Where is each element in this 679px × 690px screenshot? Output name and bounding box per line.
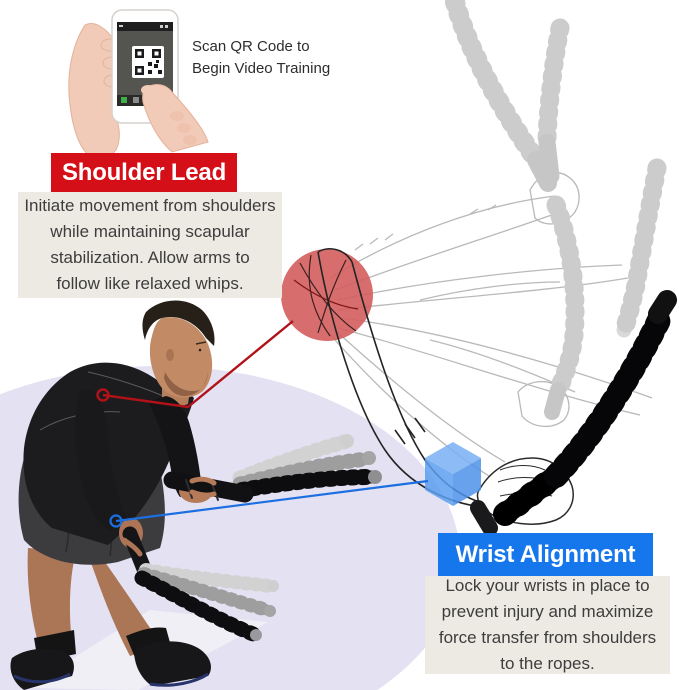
shoulder-lead-title: Shoulder Lead: [61, 158, 227, 186]
motion-ropes-upper: [163, 434, 382, 503]
motion-ropes-lower: [121, 526, 279, 642]
athlete-figure: [10, 300, 215, 690]
shoulder-lead-banner: Shoulder Lead: [51, 153, 237, 192]
wrist-alignment-body-text: Lock your wrists in place to prevent inj…: [438, 576, 657, 673]
ghost-ropes: [445, 0, 667, 420]
shoulder-lead-body-text: Initiate movement from shoulders while m…: [24, 196, 276, 293]
wrist-alignment-banner: Wrist Alignment: [438, 533, 653, 576]
wrist-callout-line: [109, 479, 429, 528]
battle-rope-black: [470, 290, 677, 536]
wrist-focus-cube: [425, 442, 481, 506]
shoulder-callout-line: [96, 320, 294, 409]
wrist-alignment-description: Lock your wrists in place to prevent inj…: [425, 576, 670, 674]
qr-caption: Scan QR Code to Begin Video Training: [192, 38, 331, 77]
wrist-alignment-title: Wrist Alignment: [455, 540, 636, 568]
qr-code-icon: [132, 46, 164, 78]
shoulder-lead-description: Initiate movement from shoulders while m…: [18, 192, 282, 298]
qr-phone-illustration: [68, 9, 209, 161]
